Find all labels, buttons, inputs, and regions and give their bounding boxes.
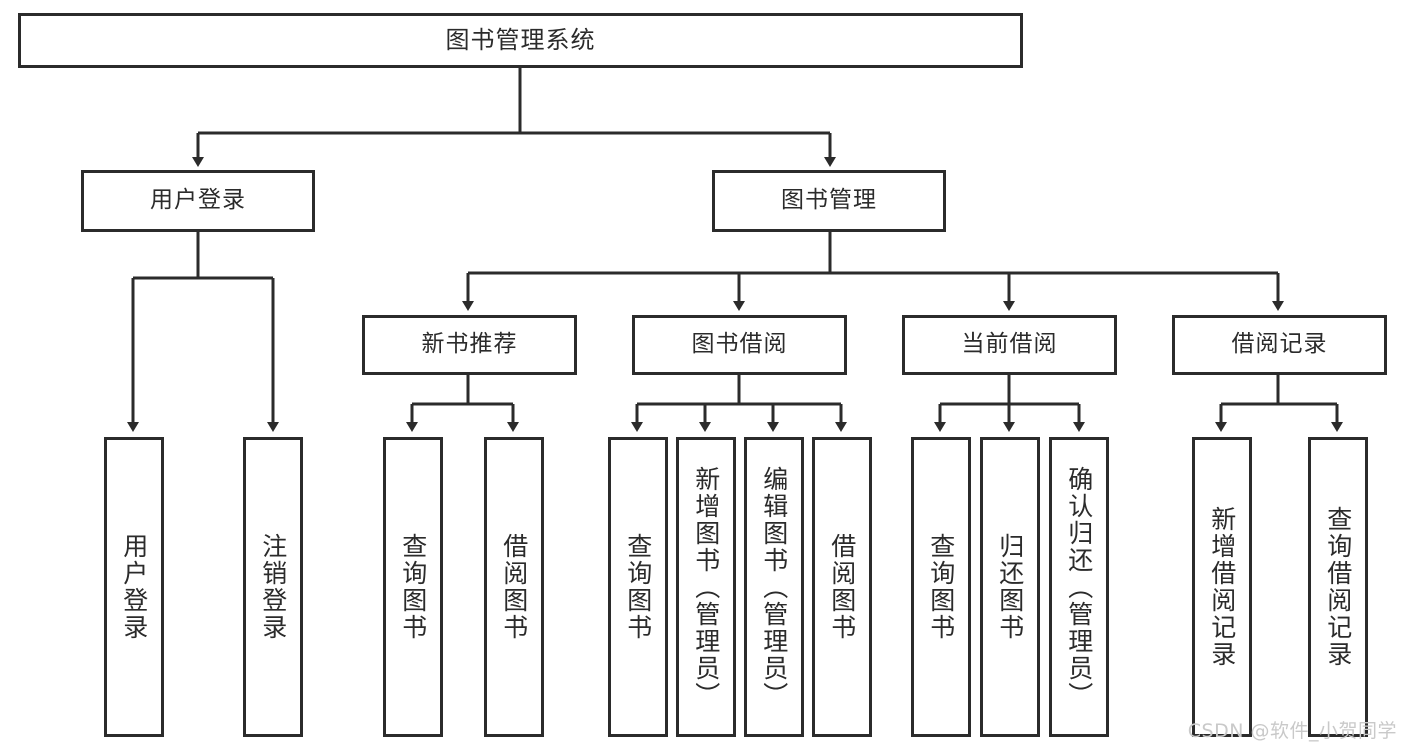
leaf-current-borrow-query[interactable]: 查询图书 [911,437,971,737]
node-label: 查询借阅记录 [1323,506,1353,668]
node-label: 注销登录 [258,533,288,641]
leaf-current-borrow-confirm-admin[interactable]: 确认归还（管理员） [1049,437,1109,737]
node-label: 图书管理系统 [445,26,596,55]
node-label: 用户登录 [119,533,149,641]
node-borrow-record[interactable]: 借阅记录 [1172,315,1387,375]
node-label: 借阅图书 [827,533,857,641]
node-new-book-recommend[interactable]: 新书推荐 [362,315,577,375]
node-book-borrow[interactable]: 图书借阅 [632,315,847,375]
leaf-borrow-record-add[interactable]: 新增借阅记录 [1192,437,1252,737]
node-label: 图书管理 [781,187,877,214]
leaf-borrow-record-query[interactable]: 查询借阅记录 [1308,437,1368,737]
node-label: 查询图书 [623,533,653,641]
leaf-current-borrow-return[interactable]: 归还图书 [980,437,1040,737]
node-label: 新书推荐 [421,331,518,358]
node-label: 归还图书 [995,533,1025,641]
leaf-user-login-logout[interactable]: 注销登录 [243,437,303,737]
node-label: 新增借阅记录 [1207,506,1237,668]
node-label: 确认归还（管理员） [1064,465,1094,709]
node-label: 查询图书 [398,533,428,641]
node-label: 查询图书 [926,533,956,641]
node-book-management[interactable]: 图书管理 [712,170,946,232]
node-root-book-management-system[interactable]: 图书管理系统 [18,13,1023,68]
leaf-new-book-query[interactable]: 查询图书 [383,437,443,737]
leaf-book-borrow-edit-admin[interactable]: 编辑图书（管理员） [744,437,804,737]
node-label: 用户登录 [150,187,246,214]
leaf-book-borrow-borrow[interactable]: 借阅图书 [812,437,872,737]
leaf-book-borrow-query[interactable]: 查询图书 [608,437,668,737]
node-current-borrow[interactable]: 当前借阅 [902,315,1117,375]
node-label: 借阅图书 [499,533,529,641]
leaf-book-borrow-add-admin[interactable]: 新增图书（管理员） [676,437,736,737]
watermark-text: CSDN @软件_小贺同学 [1187,720,1397,742]
leaf-user-login-login[interactable]: 用户登录 [104,437,164,737]
leaf-new-book-borrow[interactable]: 借阅图书 [484,437,544,737]
node-label: 图书借阅 [691,331,788,358]
node-label: 当前借阅 [961,331,1058,358]
node-label: 编辑图书（管理员） [759,465,789,709]
node-label: 借阅记录 [1231,331,1328,358]
node-user-login[interactable]: 用户登录 [81,170,315,232]
node-label: 新增图书（管理员） [691,465,721,709]
